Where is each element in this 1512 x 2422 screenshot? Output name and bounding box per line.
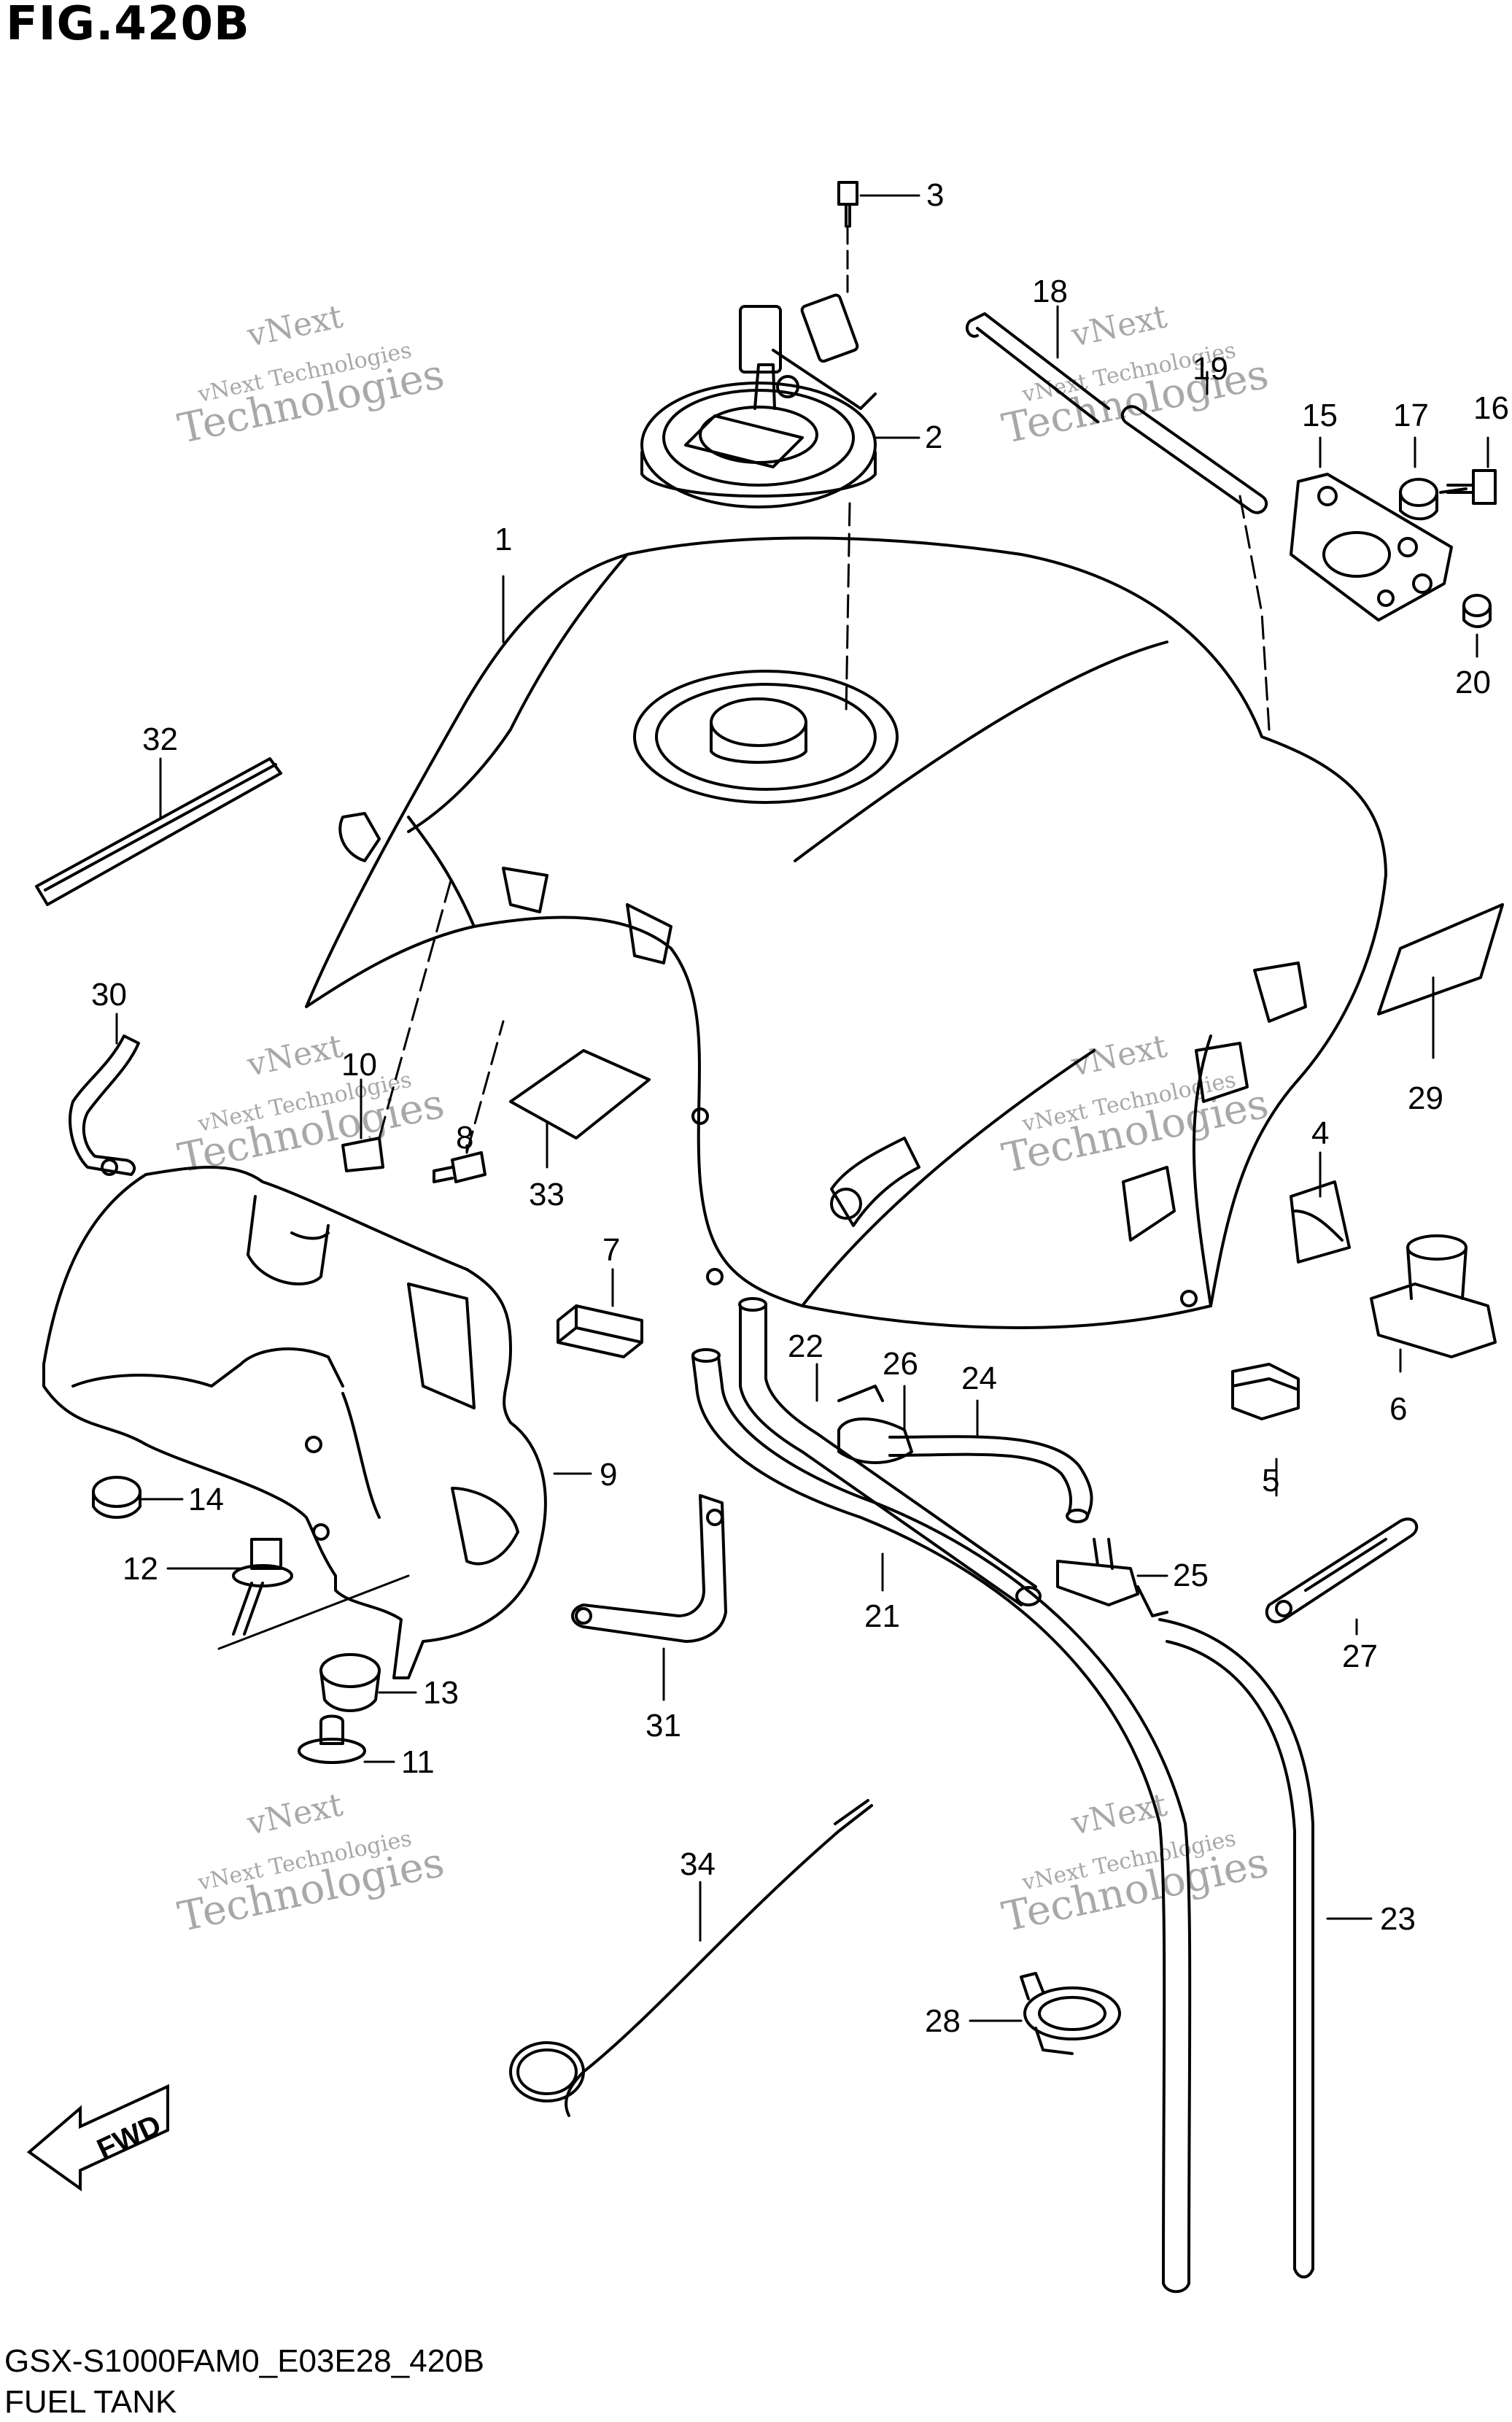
grommet-5-drawing	[1231, 1363, 1300, 1420]
figure-title: FIG.420B	[6, 0, 250, 51]
watermark-mid-left: vNext vNext Technologies Technologies	[174, 1027, 449, 1183]
callout-3: 3	[926, 177, 944, 213]
watermark-line1: vNext	[1068, 1027, 1171, 1084]
callout-15: 15	[1302, 398, 1338, 433]
callout-2: 2	[925, 419, 942, 455]
fwd-arrow: FWD	[26, 2084, 169, 2191]
alignment-line-cap	[845, 502, 851, 716]
cushion-13-drawing	[319, 1653, 381, 1712]
nut-20-drawing	[1462, 594, 1492, 628]
callout-10: 10	[341, 1047, 377, 1083]
fuel-tank-drawing	[305, 536, 1387, 1329]
callout-14: 14	[188, 1482, 224, 1517]
callout-4: 4	[1311, 1115, 1329, 1151]
watermark-line1: vNext	[1068, 298, 1171, 355]
callout-29: 29	[1408, 1080, 1443, 1116]
callout-23: 23	[1380, 1901, 1416, 1937]
watermark-line1: vNext	[1068, 1786, 1171, 1843]
cap-6-drawing	[1370, 1234, 1497, 1358]
cushion-14-drawing	[92, 1476, 141, 1519]
callout-18: 18	[1032, 274, 1068, 309]
watermark-line1: vNext	[244, 1027, 346, 1084]
callout-7: 7	[602, 1232, 620, 1268]
fuel-cap-drawing	[640, 293, 877, 508]
callout-28: 28	[925, 2003, 961, 2039]
watermark-top-left: vNext vNext Technologies Technologies	[174, 298, 449, 453]
hose-24-drawing	[888, 1435, 1093, 1523]
tray-9-drawing	[42, 1166, 547, 1679]
figure-name: FUEL TANK	[4, 2384, 177, 2420]
hose-21-drawing	[691, 1348, 1192, 2294]
callout-25: 25	[1173, 1558, 1209, 1593]
label-7-drawing	[557, 1304, 643, 1358]
strap-27-drawing	[1265, 1517, 1419, 1624]
plate-29-drawing	[1377, 903, 1504, 1015]
grommet-10-drawing	[341, 874, 454, 1172]
strip-32-drawing	[35, 757, 282, 906]
callout-6: 6	[1389, 1391, 1407, 1427]
callout-21: 21	[864, 1598, 900, 1634]
nut-17-drawing	[1399, 478, 1468, 521]
callout-24: 24	[961, 1361, 997, 1396]
callout-22: 22	[788, 1328, 823, 1364]
figure-code: GSX-S1000FAM0_E03E28_420B	[4, 2343, 485, 2379]
bolt-3-drawing	[837, 181, 858, 293]
callout-32: 32	[142, 721, 178, 757]
joint-25-drawing	[1056, 1538, 1168, 1617]
callout-30: 30	[91, 977, 127, 1013]
callout-9: 9	[600, 1457, 617, 1493]
watermark-line1: vNext	[244, 1786, 346, 1843]
bracket-15-drawing	[1238, 473, 1453, 731]
bracket-30-drawing	[69, 1034, 140, 1176]
bolt-18-spacer-19-drawing	[965, 312, 1268, 514]
bolt-8-drawing	[433, 1020, 505, 1183]
callout-31: 31	[645, 1708, 681, 1744]
watermark-bottom-right: vNext vNext Technologies Technologies	[999, 1786, 1273, 1941]
bolt-16-drawing	[1446, 469, 1497, 505]
callout-8: 8	[456, 1120, 473, 1156]
callout-27: 27	[1342, 1638, 1378, 1674]
collar-11-drawing	[298, 1714, 366, 1764]
callout-1: 1	[495, 522, 512, 557]
callout-11: 11	[401, 1744, 435, 1780]
callout-16: 16	[1473, 390, 1509, 426]
callout-26: 26	[883, 1346, 918, 1382]
callout-19: 19	[1193, 351, 1228, 387]
clamp-28-drawing	[1020, 1972, 1121, 2055]
watermark-bottom-left: vNext vNext Technologies Technologies	[174, 1786, 449, 1941]
bolt-12-drawing	[232, 1538, 293, 1636]
bracket-31-drawing	[571, 1494, 727, 1643]
clamp-26-drawing	[837, 1385, 913, 1464]
leader-lines	[115, 194, 1489, 2022]
callout-labels: 3 2 1 18 19 15 17 16 20 32 30 10 8 33 7 …	[91, 177, 1509, 2039]
callout-12: 12	[123, 1551, 158, 1587]
callout-34: 34	[680, 1846, 716, 1882]
hose-23-drawing	[1158, 1618, 1314, 2279]
lead-line-tray	[217, 1574, 410, 1650]
sheet-33-drawing	[509, 1049, 651, 1140]
callout-5: 5	[1262, 1463, 1279, 1498]
wire-34-drawing	[509, 1799, 873, 2117]
callout-33: 33	[529, 1177, 565, 1212]
callout-13: 13	[423, 1675, 459, 1711]
hose-22-drawing	[738, 1297, 1042, 1606]
callout-20: 20	[1455, 665, 1491, 700]
callout-17: 17	[1393, 398, 1429, 433]
watermark-line1: vNext	[244, 298, 346, 355]
